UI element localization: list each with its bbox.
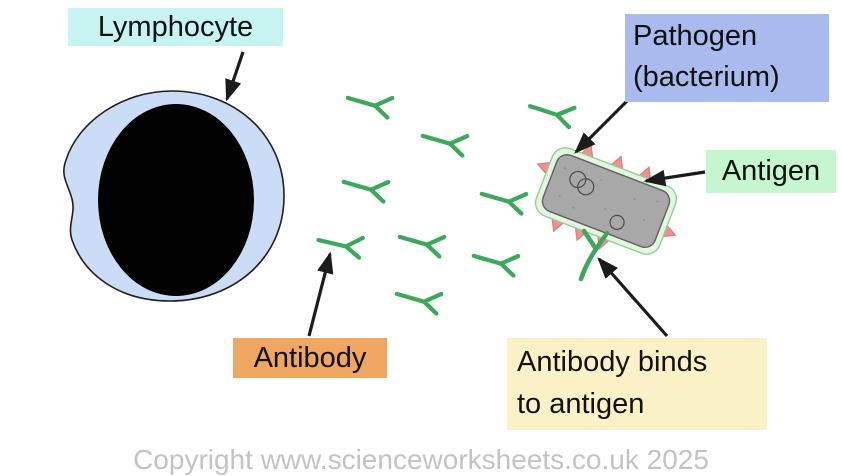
lymphocyte-nucleus	[98, 104, 254, 296]
antibody-icon	[395, 288, 441, 314]
antibody-label: Antibody	[233, 338, 387, 378]
binds-arrow	[597, 257, 669, 338]
bacterium-body	[541, 154, 671, 248]
bound-antibody-icon	[578, 228, 610, 282]
pathogen-label-line1: Pathogen	[633, 20, 758, 52]
copyright-text: Copyright www.scienceworksheets.co.uk 20…	[133, 444, 709, 475]
antibody-binds-label-line2: to antigen	[517, 388, 645, 420]
antibody-icon	[398, 231, 444, 257]
antibody-icon	[346, 92, 392, 118]
bacterium-plasmids	[569, 170, 625, 230]
pathogen-label-line2: (bacterium)	[633, 61, 780, 93]
pathogen-label: Pathogen (bacterium)	[625, 14, 829, 102]
lymphocyte-cell	[63, 90, 285, 302]
antibody-binds-label-line1: Antibody binds	[517, 346, 708, 378]
antibody-icon	[528, 100, 575, 127]
antibody-binds-label: Antibody binds to antigen	[507, 338, 767, 430]
bacterium-speckles	[558, 167, 659, 221]
pointer-arrows	[225, 51, 706, 338]
antigen-arrow	[643, 169, 706, 187]
antibody-icon	[317, 234, 363, 258]
pathogen-arrow	[574, 97, 631, 154]
antibody-arrow	[307, 251, 334, 337]
antibody-icon	[472, 250, 518, 276]
antibody-icon	[421, 130, 467, 156]
pathogen-bacterium	[533, 141, 680, 255]
antibody-icon	[480, 188, 526, 214]
lymphocyte-label: Lymphocyte	[68, 8, 283, 46]
antigen-label: Antigen	[706, 150, 836, 193]
lymphocyte-arrow	[225, 51, 245, 102]
antibody-icon	[342, 176, 388, 202]
